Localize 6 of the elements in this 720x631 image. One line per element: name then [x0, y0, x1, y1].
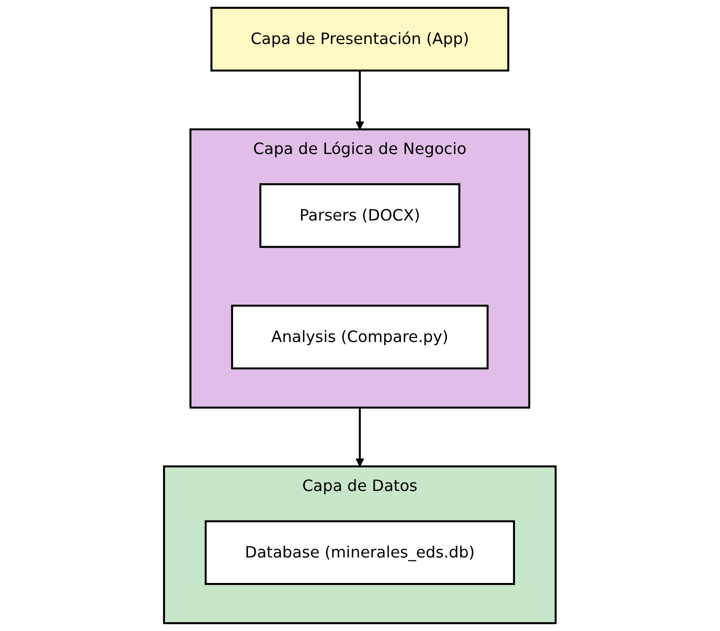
node-box: Parsers (DOCX): [260, 183, 460, 248]
node-box: Analysis (Compare.py): [231, 304, 489, 370]
node-box: Capa de Presentación (App): [210, 6, 510, 72]
arrow: [356, 70, 364, 130]
arrow: [356, 408, 364, 467]
node-box: Database (minerales_eds.db): [204, 520, 516, 585]
